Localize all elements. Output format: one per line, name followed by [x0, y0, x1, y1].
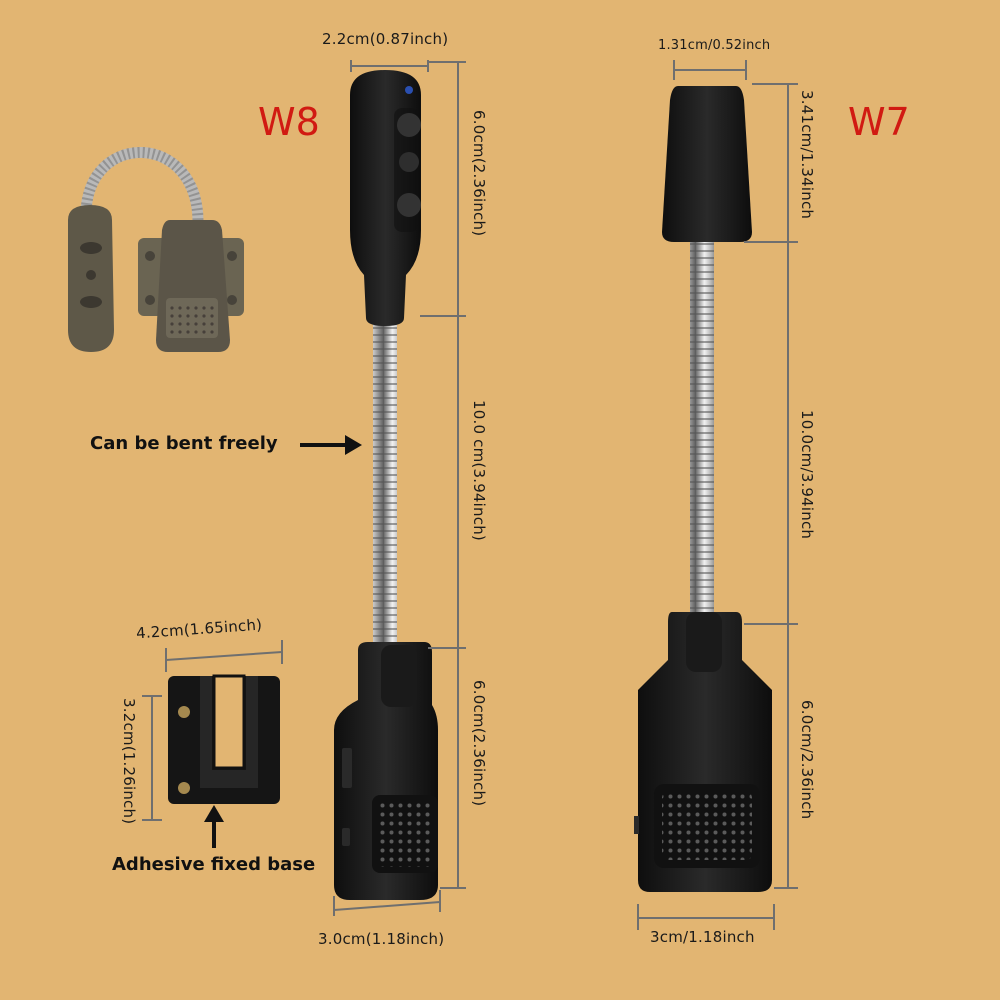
- w8-head-height-label: 6.0cm(2.36inch): [470, 110, 488, 237]
- w7-body-width-label: 3cm/1.18inch: [650, 928, 755, 946]
- w7-head-height-label: 3.41cm/1.34inch: [798, 90, 816, 220]
- w7-dimension-lines: [637, 60, 798, 930]
- w7-device: [634, 86, 772, 892]
- w8-device: [334, 70, 438, 900]
- w7-head-width-label: 1.31cm/0.52inch: [658, 38, 771, 53]
- base-height-label: 3.2cm(1.26inch): [120, 698, 138, 825]
- adhesive-base: [168, 674, 280, 804]
- w8-gooseneck-length-label: 10.0 cm(3.94inch): [470, 400, 488, 541]
- w8-head-width-label: 2.2cm(0.87inch): [322, 30, 449, 48]
- w7-model-label: W7: [848, 100, 910, 144]
- preview-device-thumbnail: [68, 147, 244, 352]
- w7-body-height-label: 6.0cm/2.36inch: [798, 700, 816, 820]
- base-callout: Adhesive fixed base: [112, 854, 316, 875]
- base-arrow: [204, 805, 224, 848]
- w8-model-label: W8: [258, 100, 320, 144]
- w8-dimension-lines: [333, 60, 466, 916]
- base-dimension-lines: [142, 640, 283, 821]
- w8-body-width-label: 3.0cm(1.18inch): [318, 930, 445, 948]
- bend-callout: Can be bent freely: [90, 433, 278, 454]
- w8-body-height-label: 6.0cm(2.36inch): [470, 680, 488, 807]
- bend-arrow: [300, 435, 362, 455]
- w7-gooseneck-length-label: 10.0cm/3.94inch: [798, 410, 816, 540]
